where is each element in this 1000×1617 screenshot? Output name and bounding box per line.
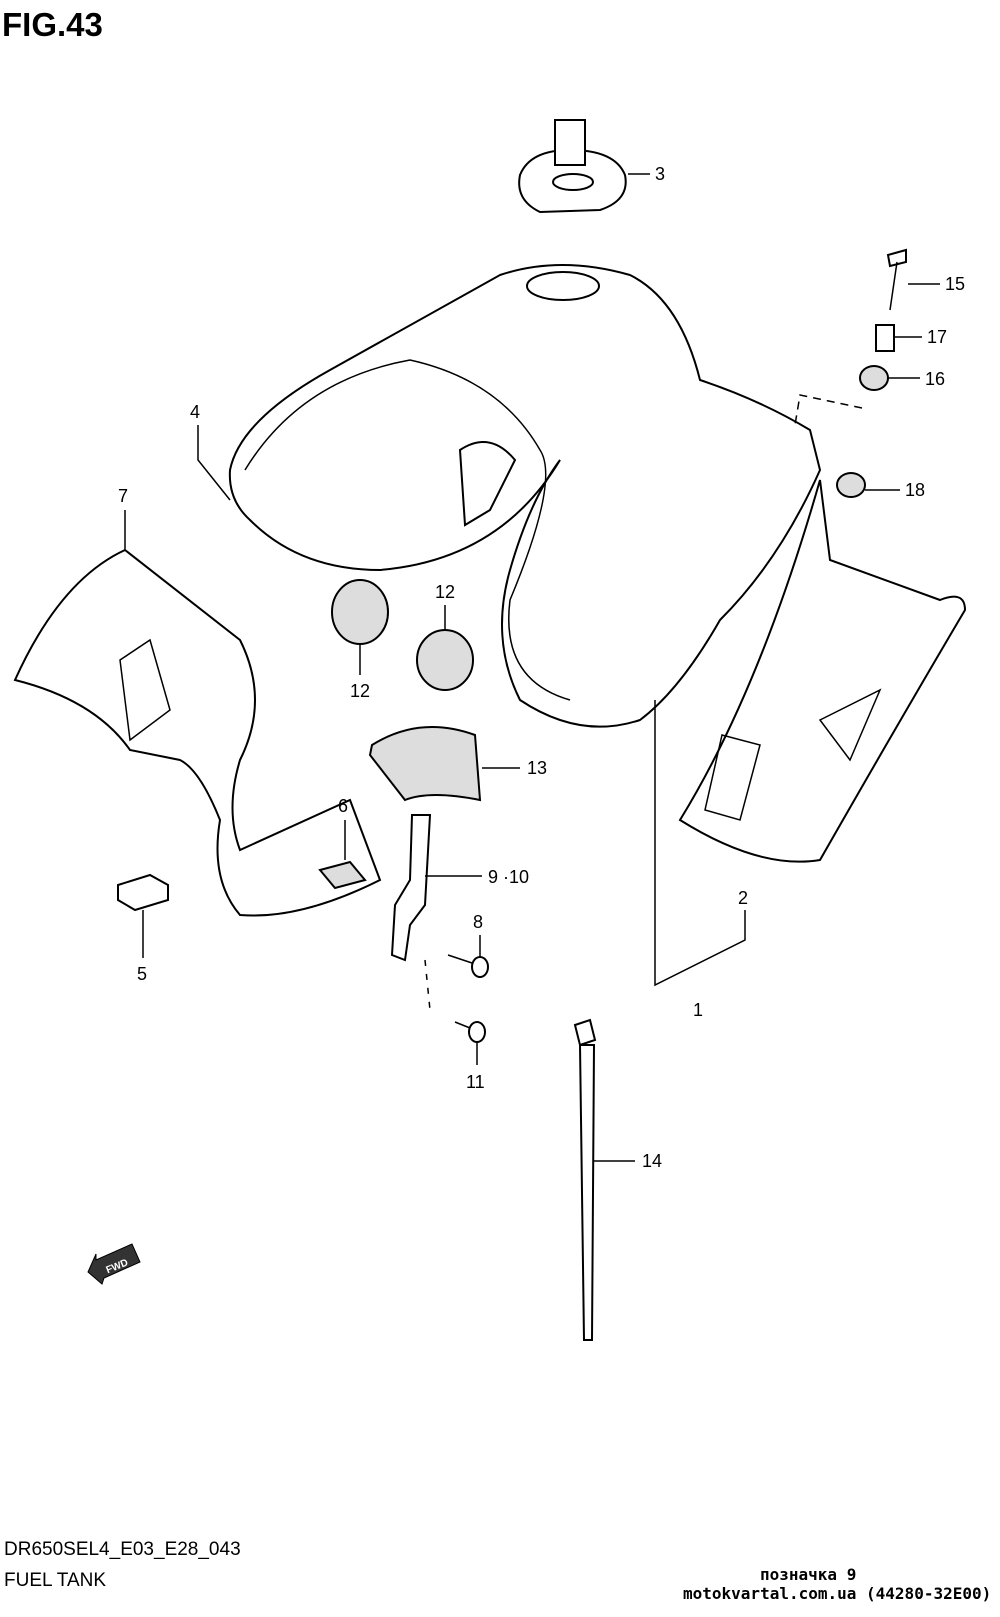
cushion-6-part[interactable] (318, 860, 367, 890)
stamp-line-2: motokvartal.com.ua (44280-32E00) (683, 1584, 992, 1603)
callout-16: 16 (925, 369, 945, 389)
stamp-line-1: позначка 9 (760, 1565, 857, 1584)
bolt-11-part[interactable] (454, 1021, 486, 1043)
cable-tie-part[interactable] (573, 1018, 597, 1341)
callout-9-10: 9 ·10 (488, 867, 529, 887)
callout-4: 4 (190, 402, 200, 422)
callout-7: 7 (118, 486, 128, 506)
figure-title: FIG.43 (2, 6, 103, 43)
bolt-15-part[interactable] (886, 248, 907, 311)
model-code: DR650SEL4_E03_E28_043 (4, 1539, 241, 1560)
cushion-18-part[interactable] (836, 472, 866, 498)
callout-11: 11 (466, 1072, 485, 1092)
cushion-13-part[interactable] (368, 726, 482, 802)
section-name: FUEL TANK (4, 1570, 107, 1591)
cap-12-right-part[interactable] (416, 629, 474, 691)
side-cover-part[interactable] (13, 548, 382, 917)
callout-17: 17 (927, 327, 947, 347)
cushion-16-part[interactable] (859, 365, 889, 391)
fuel-tank-part[interactable] (228, 264, 822, 728)
callout-5: 5 (137, 964, 147, 984)
bolt-8-part[interactable] (447, 954, 489, 978)
fuel-cap-part[interactable] (518, 119, 627, 214)
callout-6: 6 (338, 796, 348, 816)
bracket-9-10-part[interactable] (390, 814, 432, 962)
callout-8: 8 (473, 912, 483, 932)
tank-emblem-part[interactable] (678, 479, 967, 863)
cap-12-left-part[interactable] (331, 579, 389, 645)
collar-17-part[interactable] (875, 324, 895, 352)
forward-arrow-icon: FWD (87, 1243, 141, 1285)
callout-3: 3 (655, 164, 665, 184)
callout-18: 18 (905, 480, 925, 500)
callout-15: 15 (945, 274, 965, 294)
callout-12-right: 12 (435, 582, 455, 602)
callout-12-left: 12 (350, 681, 370, 701)
callout-2: 2 (738, 888, 748, 908)
callout-13: 13 (527, 758, 547, 778)
callout-1: 1 (693, 1000, 703, 1020)
cushion-5-part[interactable] (117, 873, 169, 912)
callout-14: 14 (642, 1151, 662, 1171)
